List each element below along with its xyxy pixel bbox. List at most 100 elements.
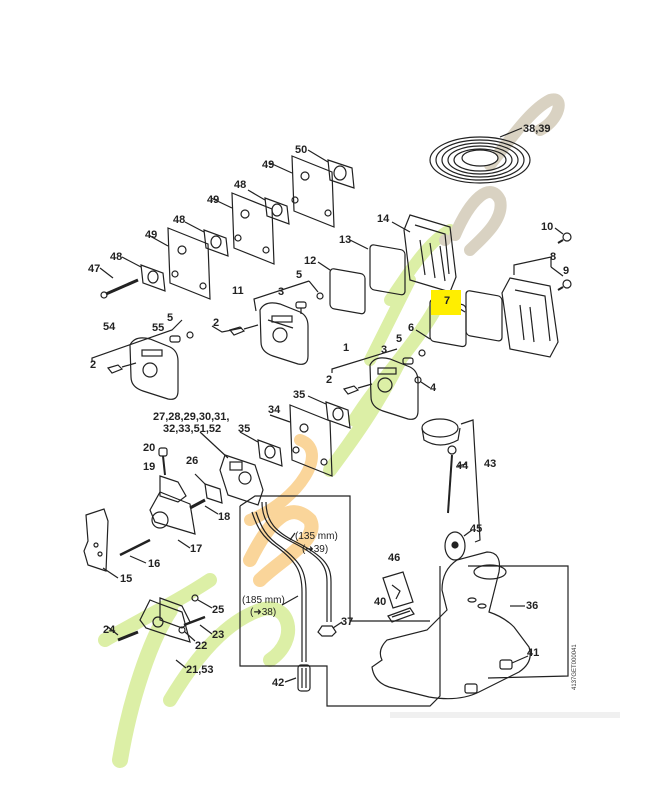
carburetor bbox=[219, 454, 264, 506]
callout-49[interactable]: 49 bbox=[145, 229, 158, 241]
bracket-54 bbox=[91, 319, 183, 362]
callout-10[interactable]: 10 bbox=[541, 221, 554, 233]
screw-23 bbox=[183, 615, 206, 627]
fuel-lines-bracket bbox=[239, 506, 441, 707]
callout-38-39[interactable]: 38,39 bbox=[523, 123, 551, 135]
callout-27-33-51-52[interactable]: 27,28,29,30,31, bbox=[153, 411, 230, 423]
callout-1[interactable]: 1 bbox=[343, 342, 350, 354]
callout-15[interactable]: 15 bbox=[120, 573, 133, 585]
callout-23[interactable]: 23 bbox=[212, 629, 225, 641]
callout-34[interactable]: 34 bbox=[268, 404, 281, 416]
callout-47[interactable]: 47 bbox=[88, 263, 101, 275]
callout-48[interactable]: 48 bbox=[110, 251, 123, 263]
callout-49[interactable]: 49 bbox=[262, 159, 275, 171]
gasket-50 bbox=[327, 159, 355, 189]
filter-13 bbox=[369, 244, 406, 296]
callout-35[interactable]: 35 bbox=[293, 389, 306, 401]
nut-5 bbox=[316, 292, 324, 300]
callout-21-53[interactable]: 21,53 bbox=[186, 664, 214, 676]
callout-55[interactable]: 55 bbox=[152, 322, 165, 334]
screw-9 bbox=[557, 279, 572, 291]
callout-40[interactable]: 40 bbox=[374, 596, 387, 608]
callout-2[interactable]: 2 bbox=[326, 374, 333, 386]
callout-26[interactable]: 26 bbox=[186, 455, 199, 467]
pin-24 bbox=[117, 630, 139, 642]
gasket-48-mid bbox=[264, 197, 290, 225]
callout-135mm-ref[interactable]: (➜39) bbox=[302, 544, 329, 555]
callout-44[interactable]: 44 bbox=[456, 460, 469, 472]
bracket-11 bbox=[253, 280, 310, 312]
watermark-stroke bbox=[364, 274, 416, 366]
fuel-line-185 bbox=[251, 511, 307, 662]
screw-3 bbox=[295, 301, 307, 314]
plate-49-top bbox=[291, 155, 335, 228]
callout-3[interactable]: 3 bbox=[381, 344, 388, 356]
plate-49-low bbox=[167, 227, 211, 300]
callout-22[interactable]: 22 bbox=[195, 640, 208, 652]
callout-5[interactable]: 5 bbox=[167, 312, 174, 324]
watermark-stroke bbox=[163, 601, 295, 707]
callout-135mm[interactable]: (135 mm) bbox=[295, 531, 338, 542]
watermark-stroke bbox=[244, 434, 318, 526]
filter-12 bbox=[329, 268, 366, 315]
bracket-36 bbox=[468, 565, 569, 679]
callout-17[interactable]: 17 bbox=[190, 543, 203, 555]
gasket-48-end bbox=[140, 264, 166, 292]
callout-4[interactable]: 4 bbox=[430, 382, 437, 394]
housing-1 bbox=[369, 357, 419, 420]
nut-5c bbox=[418, 349, 426, 357]
callout-13[interactable]: 13 bbox=[339, 234, 352, 246]
callout-16[interactable]: 16 bbox=[148, 558, 161, 570]
screw-20 bbox=[158, 447, 168, 476]
grommet-37 bbox=[317, 625, 337, 637]
nut-5b bbox=[186, 331, 194, 339]
callout-54[interactable]: 54 bbox=[103, 321, 116, 333]
callout-45[interactable]: 45 bbox=[470, 523, 483, 535]
leader-38-39 bbox=[499, 127, 523, 138]
callout-42[interactable]: 42 bbox=[272, 677, 285, 689]
callout-5[interactable]: 5 bbox=[296, 269, 303, 281]
callout-48[interactable]: 48 bbox=[173, 214, 186, 226]
callout-14[interactable]: 14 bbox=[377, 213, 390, 225]
callout-50[interactable]: 50 bbox=[295, 144, 308, 156]
callout-24[interactable]: 24 bbox=[103, 624, 116, 636]
callout-46[interactable]: 46 bbox=[388, 552, 401, 564]
callout-3[interactable]: 3 bbox=[278, 286, 285, 298]
callout-7[interactable]: 7 bbox=[444, 295, 451, 307]
callout-5[interactable]: 5 bbox=[396, 333, 403, 345]
callout-11[interactable]: 11 bbox=[232, 285, 244, 297]
callout-37[interactable]: 37 bbox=[341, 616, 354, 628]
washer-25 bbox=[191, 594, 199, 602]
gasket-35b bbox=[257, 439, 283, 467]
callout-18[interactable]: 18 bbox=[218, 511, 231, 523]
watermark-stroke bbox=[243, 505, 319, 587]
callout-185mm-ref[interactable]: (➜38) bbox=[250, 607, 277, 618]
callout-8[interactable]: 8 bbox=[550, 251, 557, 263]
callout-49[interactable]: 49 bbox=[207, 194, 220, 206]
callout-2[interactable]: 2 bbox=[90, 359, 97, 371]
callout-27-33-51-52-line2[interactable]: 32,33,51,52 bbox=[163, 423, 222, 435]
callout-36[interactable]: 36 bbox=[526, 600, 539, 612]
bracket-8-9 bbox=[513, 256, 552, 275]
callout-185mm[interactable]: (185 mm) bbox=[242, 595, 285, 606]
callout-48[interactable]: 48 bbox=[234, 179, 247, 191]
callout-9[interactable]: 9 bbox=[563, 265, 570, 277]
rewind-spring bbox=[429, 136, 531, 184]
callout-35[interactable]: 35 bbox=[238, 423, 251, 435]
filter-7 bbox=[465, 290, 503, 342]
callout-12[interactable]: 12 bbox=[304, 255, 317, 267]
bracket-1 bbox=[331, 348, 398, 373]
callout-20[interactable]: 20 bbox=[143, 442, 156, 454]
watermark-stroke bbox=[449, 186, 507, 256]
gasket-15 bbox=[83, 508, 109, 572]
callout-41[interactable]: 41 bbox=[527, 647, 540, 659]
callout-25[interactable]: 25 bbox=[212, 604, 225, 616]
callout-43[interactable]: 43 bbox=[484, 458, 497, 470]
callout-19[interactable]: 19 bbox=[143, 461, 156, 473]
housing-11 bbox=[259, 302, 309, 365]
foot-41b bbox=[464, 683, 478, 694]
bottom-divider bbox=[390, 712, 620, 718]
callout-2[interactable]: 2 bbox=[213, 317, 220, 329]
callout-6[interactable]: 6 bbox=[408, 322, 415, 334]
